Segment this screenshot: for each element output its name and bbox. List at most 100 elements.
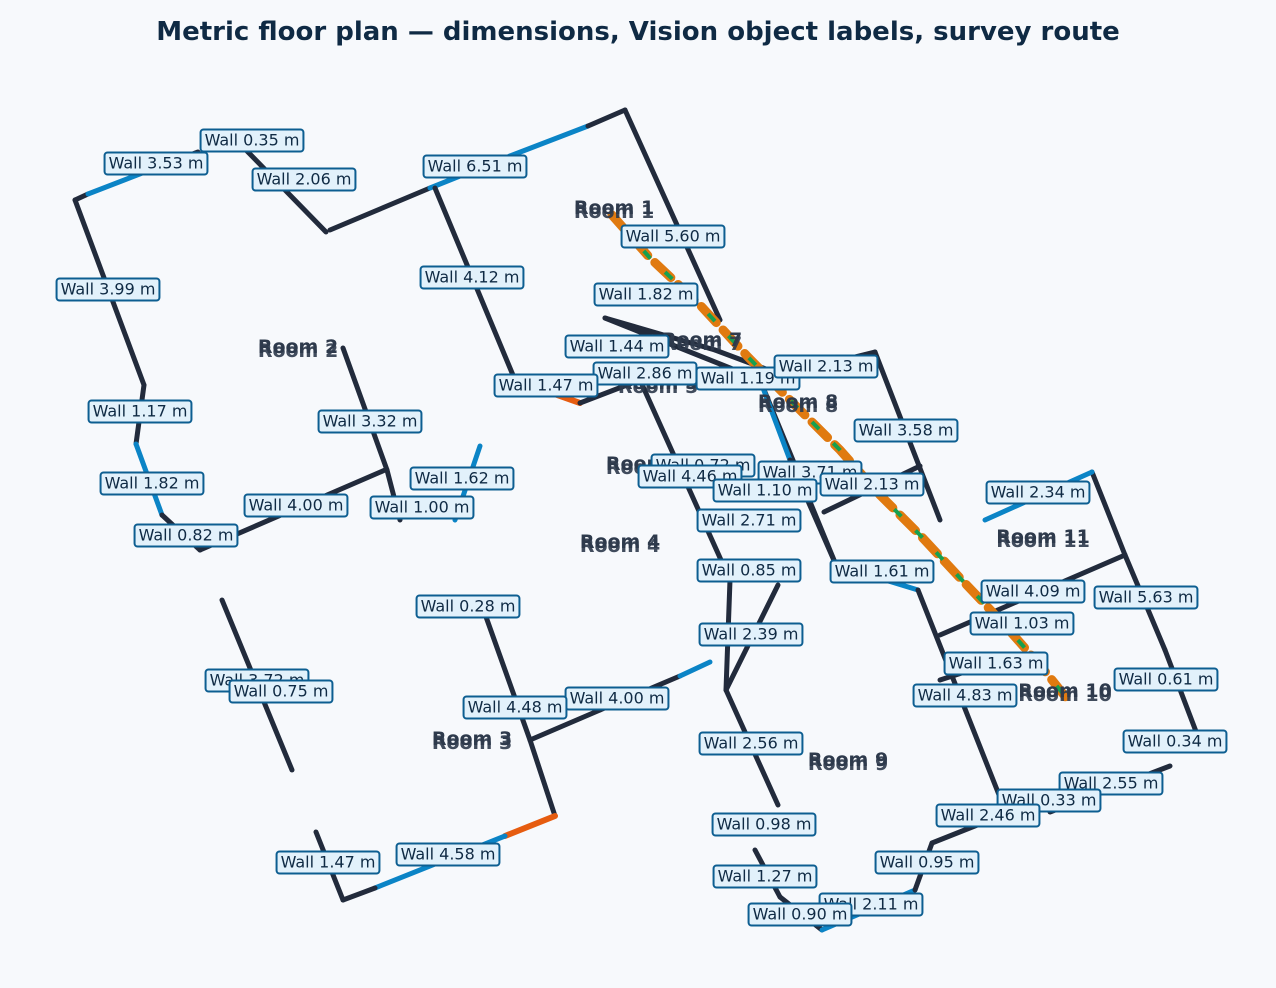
wall-label-box: [935, 803, 1041, 828]
wall-dimension-label: Wall 0.35 m: [199, 128, 305, 153]
wall-label-box: [99, 471, 205, 496]
room-label-text: Room 9: [808, 749, 888, 771]
wall-label-text: Wall 2.46 m: [941, 806, 1036, 825]
wall-label-box: [422, 154, 528, 179]
wall-label-box: [103, 151, 209, 176]
wall-label-box: [698, 731, 804, 756]
wall-dimension-label: Wall 2.71 m: [696, 508, 802, 533]
wall-dimension-label: Wall 0.34 m: [1122, 729, 1228, 754]
room-label-shadow: Room 10: [1018, 684, 1112, 706]
wall-dimension-label: Wall 2.39 m: [698, 622, 804, 647]
wall-label-box: [369, 495, 475, 520]
wall-segment: [527, 707, 603, 743]
wall-label-box: [943, 651, 1049, 676]
wall-label-box: [317, 409, 423, 434]
wall-label-text: Wall 3.58 m: [859, 421, 954, 440]
wall-segment: [527, 737, 558, 819]
wall-label-box: [853, 418, 959, 443]
wall-label-text: Wall 1.82 m: [105, 474, 200, 493]
wall-dimension-label: Wall 3.99 m: [55, 277, 161, 302]
wall-label-text: Wall 0.28 m: [421, 597, 516, 616]
wall-dimension-label: Wall 0.95 m: [874, 850, 980, 875]
wall-label-box: [620, 224, 726, 249]
wall-segment: [585, 107, 628, 129]
wall-dimension-label: Wall 0.85 m: [696, 558, 802, 583]
wall-label-text: Wall 1.82 m: [599, 285, 694, 304]
wall-label-box: [493, 373, 599, 398]
wall-label-box: [564, 334, 670, 359]
wall-label-box: [133, 523, 239, 548]
wall-dimension-label: Wall 4.58 m: [395, 842, 501, 867]
wall-label-box: [696, 558, 802, 583]
wall-dimension-label: Wall 1.03 m: [969, 611, 1075, 636]
wall-label-box: [912, 683, 1018, 708]
wall-segment: [602, 315, 718, 353]
wall-label-box: [199, 128, 305, 153]
wall-label-text: Wall 2.55 m: [1064, 774, 1159, 793]
wall-dimension-label: Wall 0.61 m: [1113, 667, 1219, 692]
wall-label-box: [87, 399, 193, 424]
wall-label-text: Wall 4.12 m: [425, 268, 520, 287]
wall-dimension-label: Wall 4.09 m: [980, 579, 1086, 604]
wall-label-text: Wall 1.47 m: [281, 853, 376, 872]
wall-segment: [340, 885, 378, 903]
wall-label-text: Wall 1.19 m: [701, 369, 796, 388]
wall-label-text: Wall 1.03 m: [975, 614, 1070, 633]
wall-label-box: [462, 695, 568, 720]
wall-dimension-label: Wall 0.90 m: [747, 902, 853, 927]
wall-label-text: Wall 2.34 m: [991, 483, 1086, 502]
wall-segment: [327, 185, 433, 233]
wall-label-text: Wall 0.61 m: [1119, 670, 1214, 689]
wall-dimension-label: Wall 1.27 m: [712, 864, 818, 889]
wall-dimension-label: Wall 1.63 m: [943, 651, 1049, 676]
wall-label-box: [275, 850, 381, 875]
wall-dimension-label: Wall 1.17 m: [87, 399, 193, 424]
wall-dimension-label: Wall 1.82 m: [593, 282, 699, 307]
wall-label-text: Wall 1.27 m: [718, 867, 813, 886]
wall-label-text: Wall 2.56 m: [704, 734, 799, 753]
wall-label-box: [985, 480, 1091, 505]
wall-label-text: Wall 1.47 m: [499, 376, 594, 395]
wall-label-text: Wall 4.58 m: [401, 845, 496, 864]
room-label-shadow: Room 11: [996, 530, 1090, 552]
wall-label-text: Wall 0.35 m: [205, 131, 300, 150]
wall-dimension-label: Wall 2.56 m: [698, 731, 804, 756]
wall-label-text: Wall 5.63 m: [1099, 588, 1194, 607]
wall-label-box: [773, 354, 879, 379]
wall-label-text: Wall 1.00 m: [375, 498, 470, 517]
wall-label-text: Wall 4.00 m: [249, 496, 344, 515]
wall-label-box: [829, 559, 935, 584]
wall-dimension-label: Wall 6.51 m: [422, 154, 528, 179]
wall-label-text: Wall 0.34 m: [1128, 732, 1223, 751]
wall-label-text: Wall 1.61 m: [835, 562, 930, 581]
wall-label-box: [1122, 729, 1228, 754]
wall-segment: [1162, 647, 1203, 745]
wall-dimension-label: Wall 1.44 m: [564, 334, 670, 359]
wall-dimension-label: Wall 2.13 m: [819, 472, 925, 497]
room-label-text: Room 11: [996, 526, 1090, 548]
wall-dimension-label: Wall 0.98 m: [711, 812, 817, 837]
wall-label-box: [1113, 667, 1219, 692]
wall-dimension-label: Wall 4.48 m: [462, 695, 568, 720]
room-label-text: Room 3: [432, 728, 512, 750]
wall-label-text: Wall 0.82 m: [139, 526, 234, 545]
wall-dimension-label: Wall 2.34 m: [985, 480, 1091, 505]
wall-dimension-label: Wall 1.47 m: [493, 373, 599, 398]
wall-dimension-label: Wall 2.06 m: [251, 167, 357, 192]
wall-label-text: Wall 3.53 m: [109, 154, 204, 173]
room-label-shadow: Room 1: [574, 201, 654, 223]
wall-segment: [622, 107, 723, 323]
wall-label-text: Wall 1.44 m: [570, 337, 665, 356]
wall-segment: [340, 345, 390, 473]
room-label-shadow: Room 7: [662, 333, 742, 355]
wall-label-text: Wall 1.62 m: [415, 469, 510, 488]
